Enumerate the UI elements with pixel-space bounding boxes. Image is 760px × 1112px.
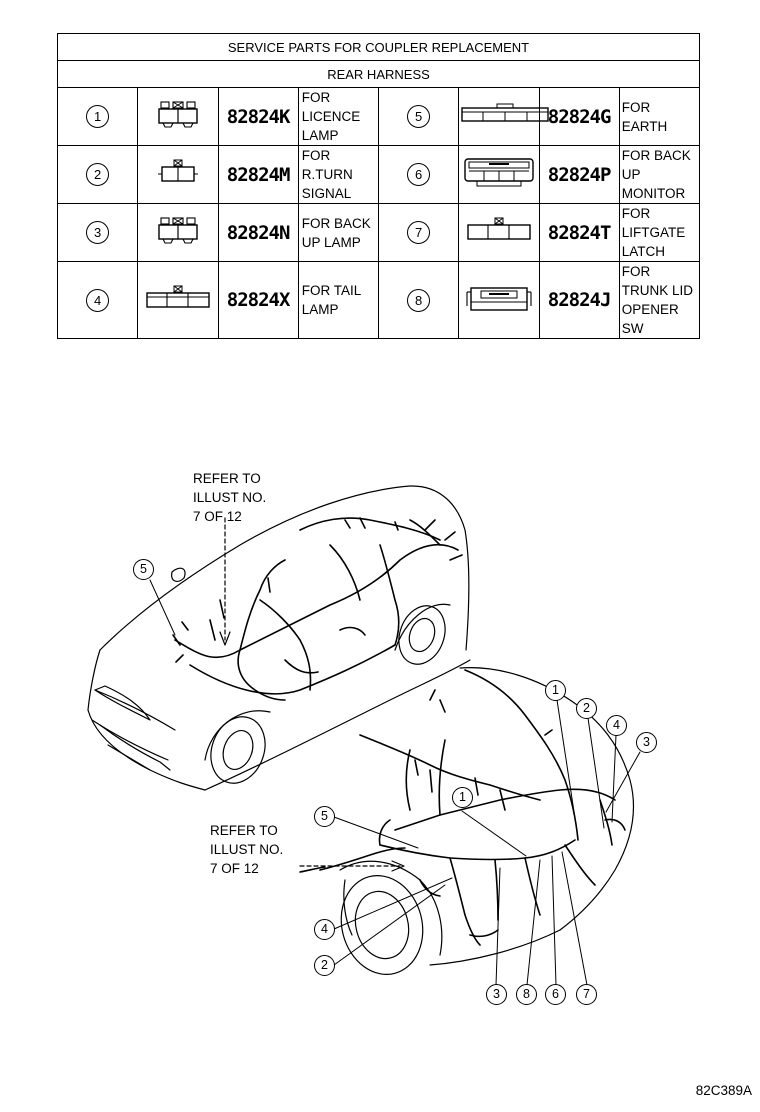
item-number: 2	[86, 163, 110, 186]
item-number: 1	[86, 105, 110, 128]
coupler-p-icon	[464, 158, 534, 187]
item-number: 4	[86, 288, 110, 312]
part-description: FOR EARTH	[618, 87, 701, 146]
part-description: FOR LICENCE LAMP	[297, 87, 380, 146]
callout-rear-8: 8	[516, 984, 537, 1005]
coupler-image	[458, 145, 540, 204]
leader-front-5	[149, 579, 176, 636]
coupler-image	[458, 261, 540, 339]
front-car-body	[87, 485, 471, 791]
item-number: 8	[407, 288, 431, 312]
item-number: 5	[407, 105, 431, 128]
callout-rear-4b: 4	[314, 919, 335, 940]
callout-rear-1b: 1	[452, 787, 473, 808]
part-code: 82824G	[538, 87, 620, 146]
part-code: 82824N	[217, 203, 299, 262]
coupler-n-icon	[158, 217, 198, 244]
refer-note-top: REFER TO ILLUST NO. 7 OF 12	[193, 471, 267, 524]
table-row: 3 82824N FOR BACK UP LAMP 7	[56, 203, 701, 262]
callout-rear-3b: 3	[486, 984, 507, 1005]
coupler-image	[137, 87, 219, 146]
table-row: 1 82824K FOR LICENCE LAMP 5	[56, 87, 701, 146]
item-number: 3	[86, 221, 110, 244]
table-row: 4 82824X FOR TAIL LAMP 8	[56, 261, 701, 339]
refer-note-bottom: REFER TO ILLUST NO. 7 OF 12	[210, 823, 284, 876]
callout-front-5: 5	[133, 559, 154, 580]
item-number: 6	[407, 163, 431, 186]
callout-rear-1: 1	[545, 680, 566, 701]
figure-code: 82C389A	[695, 1083, 752, 1098]
coupler-x-icon	[146, 285, 210, 308]
coupler-m-icon	[157, 159, 198, 182]
rear-car-body	[339, 667, 635, 975]
part-code: 82824M	[217, 145, 299, 204]
part-description: FOR BACK UP MONITOR	[618, 145, 701, 204]
coupler-j-icon	[466, 286, 532, 311]
coupler-image	[458, 87, 549, 146]
part-description: FOR TRUNK LID OPENER SW	[618, 261, 701, 339]
table-title: SERVICE PARTS FOR COUPLER REPLACEMENT	[57, 33, 700, 61]
coupler-image	[137, 261, 219, 339]
callout-rear-5: 5	[314, 806, 335, 827]
part-code: 82824X	[217, 261, 299, 339]
rear-leaders	[333, 699, 641, 986]
table-row: 2 82824M FOR R.TURN SIGNAL 6	[56, 145, 701, 204]
coupler-image	[137, 145, 219, 204]
service-parts-table: SERVICE PARTS FOR COUPLER REPLACEMENT RE…	[56, 33, 701, 339]
table-subtitle: REAR HARNESS	[57, 60, 700, 88]
coupler-t-icon	[467, 217, 531, 240]
front-harness	[172, 517, 463, 701]
part-code: 82824J	[538, 261, 620, 339]
item-number: 7	[407, 221, 431, 244]
coupler-k-icon	[158, 101, 198, 128]
callout-rear-4: 4	[606, 715, 627, 736]
callout-rear-3: 3	[636, 732, 657, 753]
part-description: FOR TAIL LAMP	[297, 261, 380, 339]
callout-rear-6: 6	[545, 984, 566, 1005]
callout-rear-2: 2	[576, 698, 597, 719]
rear-harness	[299, 669, 626, 946]
callout-rear-2b: 2	[314, 955, 335, 976]
part-code: 82824P	[538, 145, 620, 204]
callout-rear-7: 7	[576, 984, 597, 1005]
